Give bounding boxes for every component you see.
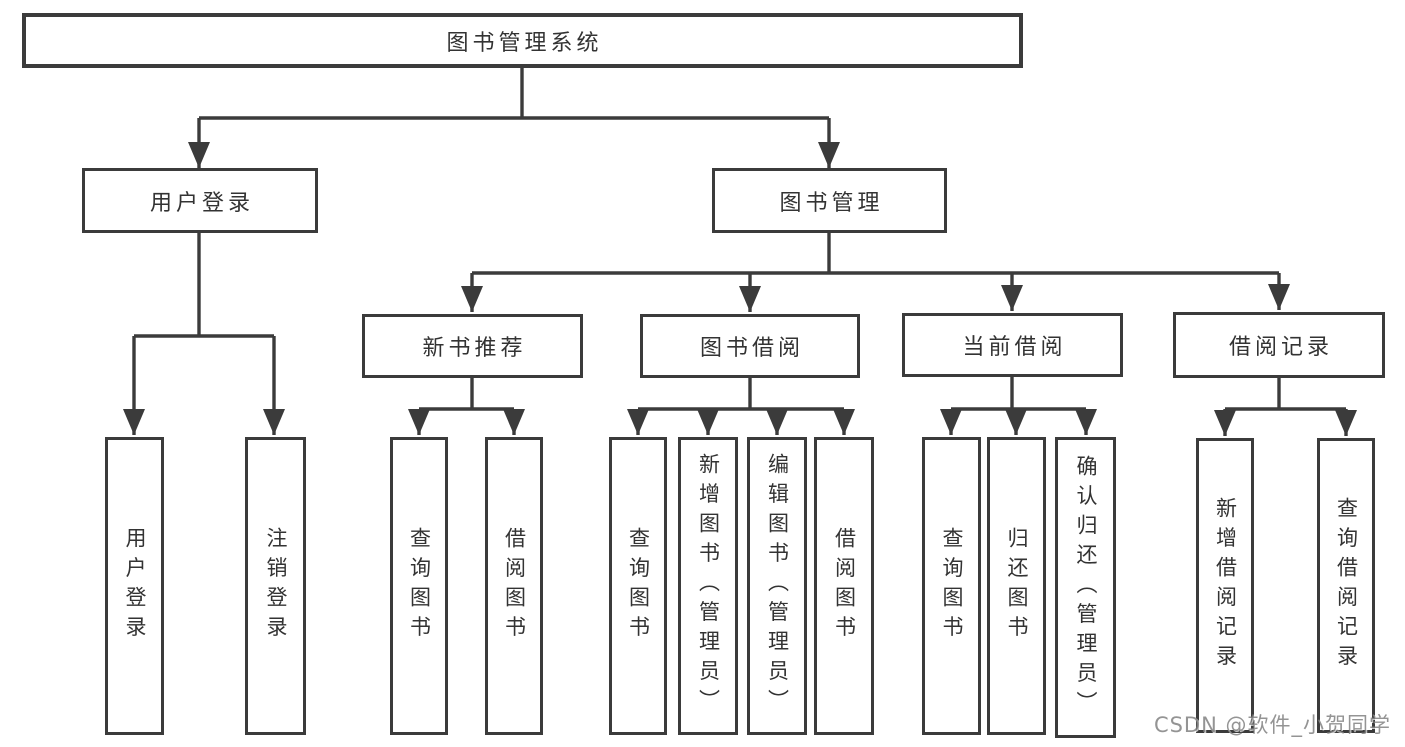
leaf-bb-edit-books-admin-label: 编辑图书（管理员） xyxy=(765,453,790,719)
leaf-bb-add-books-admin-label: 新增图书（管理员） xyxy=(696,453,721,719)
edges-user-login-branch xyxy=(123,233,285,435)
leaf-user-login-label: 用户登录 xyxy=(123,527,147,645)
leaf-user-login: 用户登录 xyxy=(105,437,164,735)
leaf-bb-borrow-books-label: 借阅图书 xyxy=(832,527,857,645)
edges-new-book-rec-branch xyxy=(408,378,525,435)
leaf-bb-borrow-books: 借阅图书 xyxy=(814,437,874,735)
leaf-bb-add-books-admin: 新增图书（管理员） xyxy=(678,437,738,735)
leaf-nbr-query-books-label: 查询图书 xyxy=(407,527,432,645)
node-book-borrow: 图书借阅 xyxy=(640,314,860,378)
node-user-login: 用户登录 xyxy=(82,168,318,233)
leaf-br-query-record-label: 查询借阅记录 xyxy=(1334,497,1359,674)
node-root-system: 图书管理系统 xyxy=(22,13,1023,68)
leaf-cb-return-books: 归还图书 xyxy=(987,437,1046,735)
leaf-br-query-record: 查询借阅记录 xyxy=(1317,438,1375,733)
leaf-cb-confirm-return-admin: 确认归还（管理员） xyxy=(1055,437,1116,738)
node-current-borrow: 当前借阅 xyxy=(902,313,1123,377)
edges-book-mgmt-to-level3 xyxy=(461,233,1290,312)
leaf-nbr-borrow-books: 借阅图书 xyxy=(485,437,543,735)
edges-book-borrow-branch xyxy=(627,378,855,435)
edges-root-to-level2 xyxy=(188,68,840,168)
leaf-cb-query-books-label: 查询图书 xyxy=(940,527,964,645)
leaf-cb-query-books: 查询图书 xyxy=(922,437,981,735)
leaf-br-add-record-label: 新增借阅记录 xyxy=(1213,497,1238,674)
leaf-nbr-borrow-books-label: 借阅图书 xyxy=(502,527,527,645)
leaf-nbr-query-books: 查询图书 xyxy=(390,437,448,735)
leaf-cb-confirm-return-admin-label: 确认归还（管理员） xyxy=(1074,454,1098,721)
leaf-logout-label: 注销登录 xyxy=(264,527,288,645)
leaf-bb-edit-books-admin: 编辑图书（管理员） xyxy=(747,437,807,735)
node-book-mgmt: 图书管理 xyxy=(712,168,947,233)
edges-current-borrow-branch xyxy=(940,377,1097,435)
edges-borrow-records-branch xyxy=(1214,378,1357,436)
leaf-br-add-record: 新增借阅记录 xyxy=(1196,438,1254,733)
node-borrow-records: 借阅记录 xyxy=(1173,312,1385,378)
leaf-bb-query-books: 查询图书 xyxy=(609,437,667,735)
node-new-book-rec: 新书推荐 xyxy=(362,314,583,378)
leaf-logout: 注销登录 xyxy=(245,437,306,735)
leaf-bb-query-books-label: 查询图书 xyxy=(626,527,651,645)
leaf-cb-return-books-label: 归还图书 xyxy=(1005,527,1029,645)
